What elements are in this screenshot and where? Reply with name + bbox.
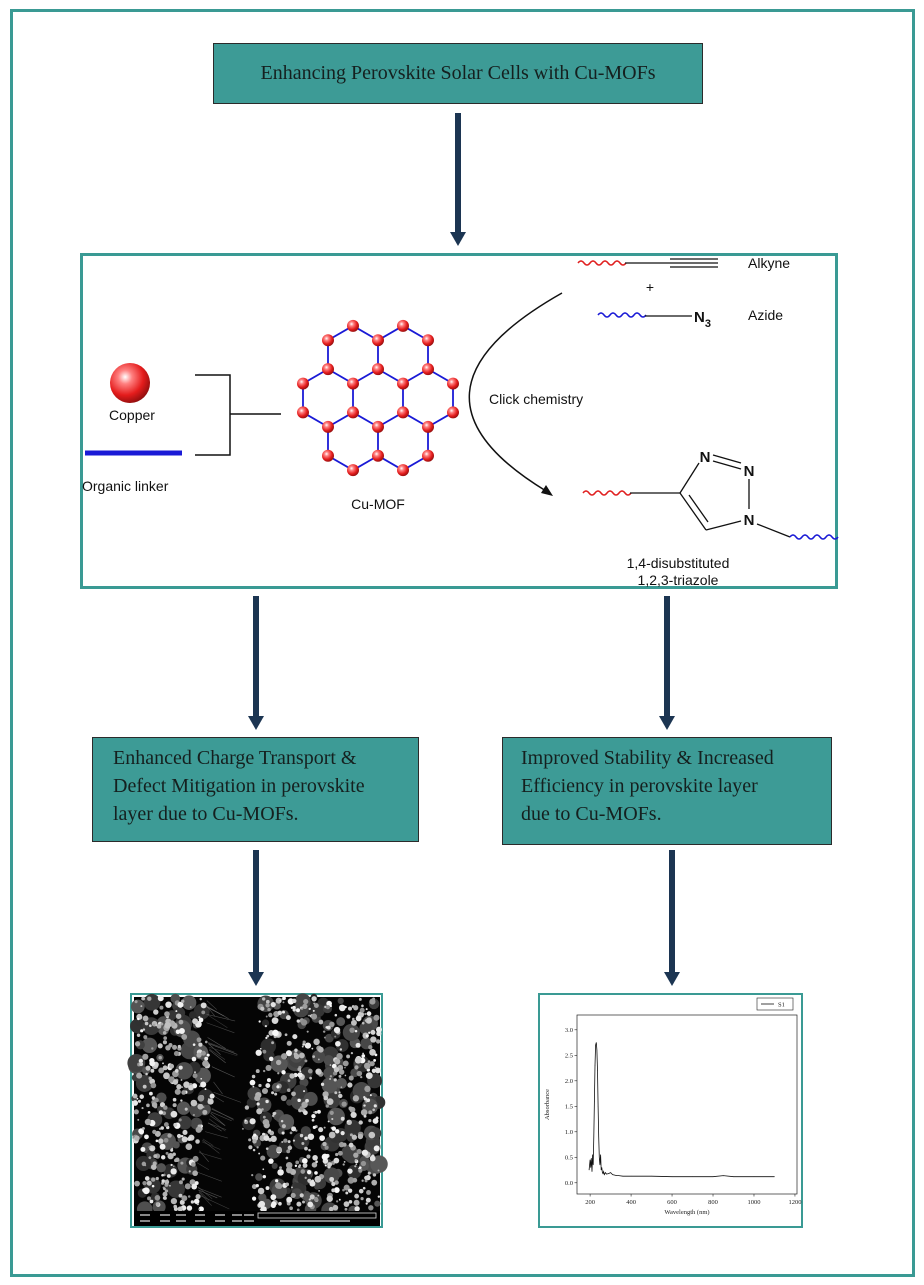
cu-mof-panel <box>80 253 838 589</box>
absorbance-chart-box <box>538 993 803 1228</box>
outcome-line: layer due to Cu-MOFs. <box>113 803 299 825</box>
diagram-title: Enhancing Perovskite Solar Cells with Cu… <box>260 62 656 84</box>
outcome-charge-transport-box: Enhanced Charge Transport & Defect Mitig… <box>92 737 419 842</box>
outer-frame <box>10 9 915 1277</box>
sem-image-box <box>130 993 383 1228</box>
outcome-line: Enhanced Charge Transport & <box>113 747 357 769</box>
outcome-line: due to Cu-MOFs. <box>521 803 662 825</box>
title-box: Enhancing Perovskite Solar Cells with Cu… <box>213 43 703 104</box>
outcome-line: Improved Stability & Increased <box>521 747 774 769</box>
outcome-line: Defect Mitigation in perovskite <box>113 775 365 797</box>
outcome-stability-box: Improved Stability & Increased Efficienc… <box>502 737 832 845</box>
outcome-line: Efficiency in perovskite layer <box>521 775 758 797</box>
